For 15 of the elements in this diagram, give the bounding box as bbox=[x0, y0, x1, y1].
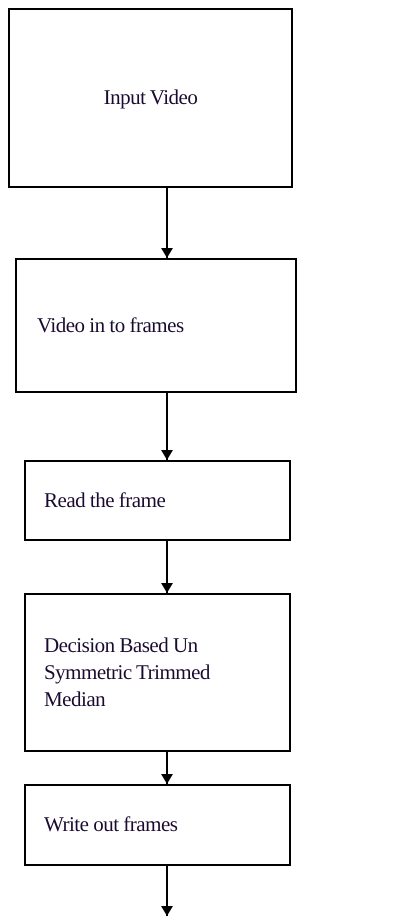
box-label: Read the frame bbox=[44, 486, 166, 514]
box-label: Input Video bbox=[104, 84, 198, 112]
box-label: Write out frames bbox=[44, 811, 178, 838]
arrow bbox=[161, 866, 173, 916]
arrow bbox=[161, 188, 173, 258]
process-box bbox=[8, 8, 293, 188]
process-box bbox=[24, 593, 291, 752]
process-box bbox=[15, 258, 297, 393]
process-box bbox=[24, 784, 291, 866]
arrow bbox=[161, 393, 173, 460]
arrow bbox=[161, 541, 173, 593]
process-box bbox=[24, 460, 291, 541]
box-label: Video in to frames bbox=[37, 312, 184, 339]
arrow bbox=[161, 752, 173, 784]
box-label: Decision Based Un Symmetric Trimmed Median bbox=[44, 632, 212, 714]
